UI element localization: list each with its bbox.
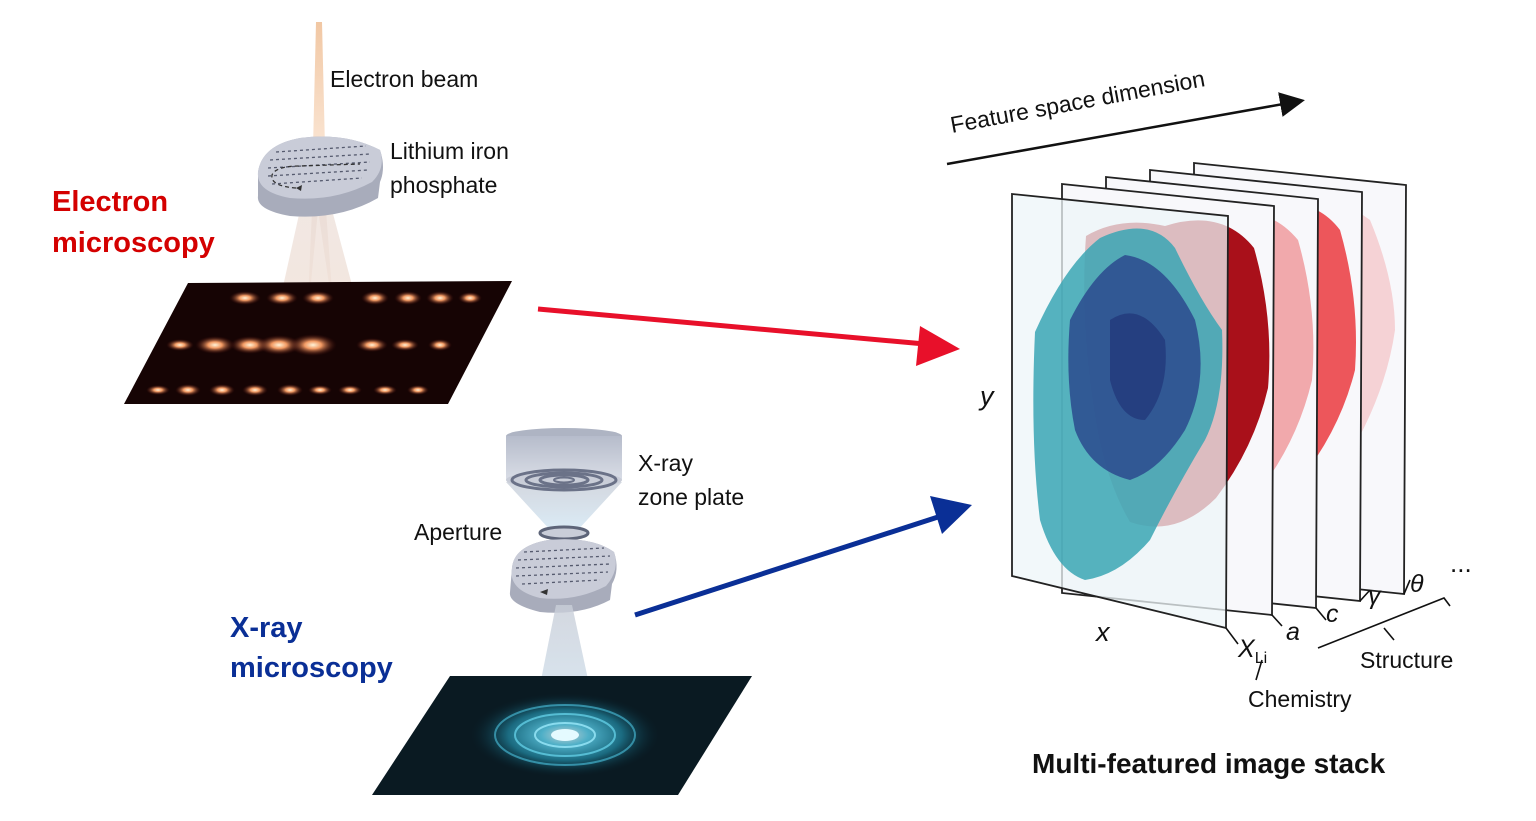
electron-beam-label: Electron beam (330, 66, 478, 92)
feature-label-c: c (1326, 600, 1339, 628)
chemistry-label: Chemistry (1248, 686, 1352, 712)
xray-title-line2: microscopy (230, 652, 393, 684)
xray-to-stack-arrow (634, 496, 972, 618)
stack-plane-xli (1011, 193, 1229, 630)
electron-title-line1: Electron (52, 186, 168, 218)
xray-title-line1: X-ray (230, 612, 303, 644)
lfp-sample-xray (509, 539, 617, 613)
xray-zone-plate (506, 428, 622, 532)
feature-space-label: Feature space dimension (948, 65, 1207, 138)
feature-label-xli-sub: Li (1255, 650, 1267, 667)
xray-image-plane (372, 676, 752, 795)
feature-label-xli: XLi (1237, 635, 1267, 667)
y-axis-label: y (978, 381, 995, 411)
lfp-sample-electron (257, 136, 383, 217)
sample-label-line1: Lithium iron (390, 138, 509, 164)
feature-label-xli-main: X (1237, 635, 1256, 663)
feature-leader-lines (1225, 579, 1451, 681)
aperture-label: Aperture (414, 519, 502, 545)
feature-label-ellipsis: ... (1450, 548, 1472, 578)
feature-label-gamma: γ (1368, 582, 1382, 610)
stack-caption: Multi-featured image stack (1032, 748, 1386, 779)
zone-plate-label-line1: X-ray (638, 450, 693, 476)
electron-title-line2: microscopy (52, 227, 215, 259)
feature-label-a: a (1286, 618, 1300, 646)
electron-to-stack-arrow (537, 306, 960, 366)
aperture (538, 525, 590, 541)
zone-plate-label-line2: zone plate (638, 484, 744, 510)
diffraction-pattern (124, 281, 512, 404)
feature-label-theta: θ (1410, 570, 1424, 598)
x-axis-label: x (1094, 617, 1111, 647)
feature-space-axis (946, 92, 1305, 166)
structure-label: Structure (1360, 647, 1453, 673)
sample-label-line2: phosphate (390, 172, 497, 198)
